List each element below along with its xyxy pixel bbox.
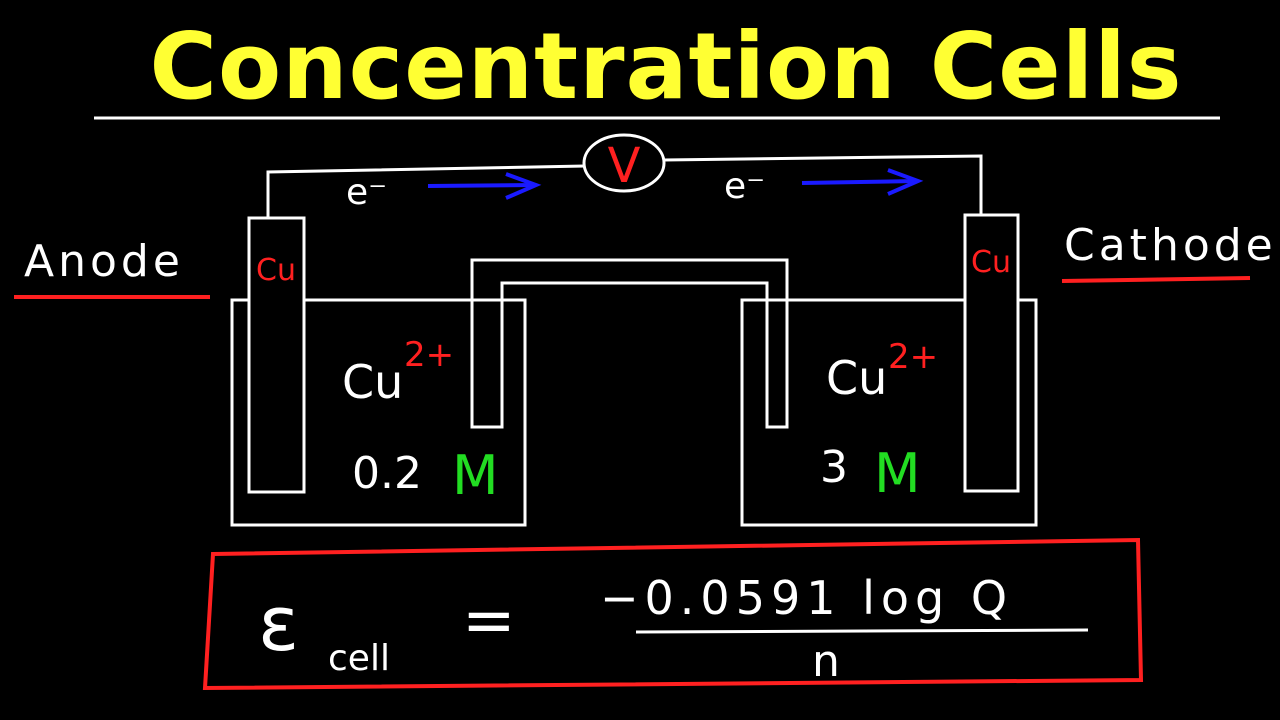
anode-label: Anode bbox=[24, 236, 184, 287]
cathode-ion-base: Cu bbox=[826, 351, 887, 405]
cell-potential-symbol: ε bbox=[258, 579, 299, 668]
electron-label-right: e⁻ bbox=[724, 166, 765, 207]
anode-ion-charge: 2+ bbox=[404, 335, 454, 375]
page-title: Concentration Cells bbox=[149, 13, 1182, 120]
electron-label-left: e⁻ bbox=[346, 172, 387, 213]
cathode-electrode bbox=[963, 213, 1020, 493]
salt-bridge bbox=[470, 258, 789, 429]
anode-electrode-label: Cu bbox=[256, 253, 296, 288]
cathode-ion: Cu 2+ bbox=[826, 337, 938, 405]
cathode-ion-charge: 2+ bbox=[888, 337, 938, 377]
right-wire bbox=[663, 154, 983, 215]
voltmeter-circle bbox=[582, 133, 666, 193]
nernst-equation: ε cell = −0.0591 log Q n bbox=[258, 571, 1089, 687]
electron-arrow-left bbox=[427, 172, 542, 200]
anode-concentration-value: 0.2 bbox=[352, 448, 422, 499]
cathode-beaker bbox=[740, 298, 1038, 527]
equals-sign: = bbox=[462, 584, 516, 658]
cathode-concentration-value: 3 bbox=[820, 442, 848, 493]
cathode-concentration-unit: M bbox=[874, 442, 921, 505]
fraction-bar bbox=[635, 628, 1089, 634]
anode-electrode bbox=[247, 216, 306, 494]
cathode-electrode-label: Cu bbox=[971, 245, 1011, 280]
left-wire bbox=[266, 164, 586, 218]
cathode-underline bbox=[1061, 276, 1251, 283]
cell-potential-subscript: cell bbox=[328, 638, 390, 679]
anode-beaker bbox=[230, 298, 527, 527]
equation-box bbox=[202, 537, 1144, 691]
equation-denominator: n bbox=[812, 636, 840, 687]
anode-ion: Cu 2+ bbox=[342, 335, 454, 409]
anode-concentration-unit: M bbox=[452, 444, 499, 507]
anode-ion-base: Cu bbox=[342, 355, 403, 409]
cathode-concentration: 3 M bbox=[820, 442, 921, 505]
cathode-label: Cathode bbox=[1064, 220, 1277, 271]
anode-concentration: 0.2 M bbox=[352, 444, 499, 507]
voltmeter: V bbox=[582, 133, 666, 194]
equation-numerator: −0.0591 log Q bbox=[600, 571, 1013, 625]
voltmeter-symbol: V bbox=[608, 138, 641, 194]
electron-arrow-right bbox=[801, 168, 924, 196]
